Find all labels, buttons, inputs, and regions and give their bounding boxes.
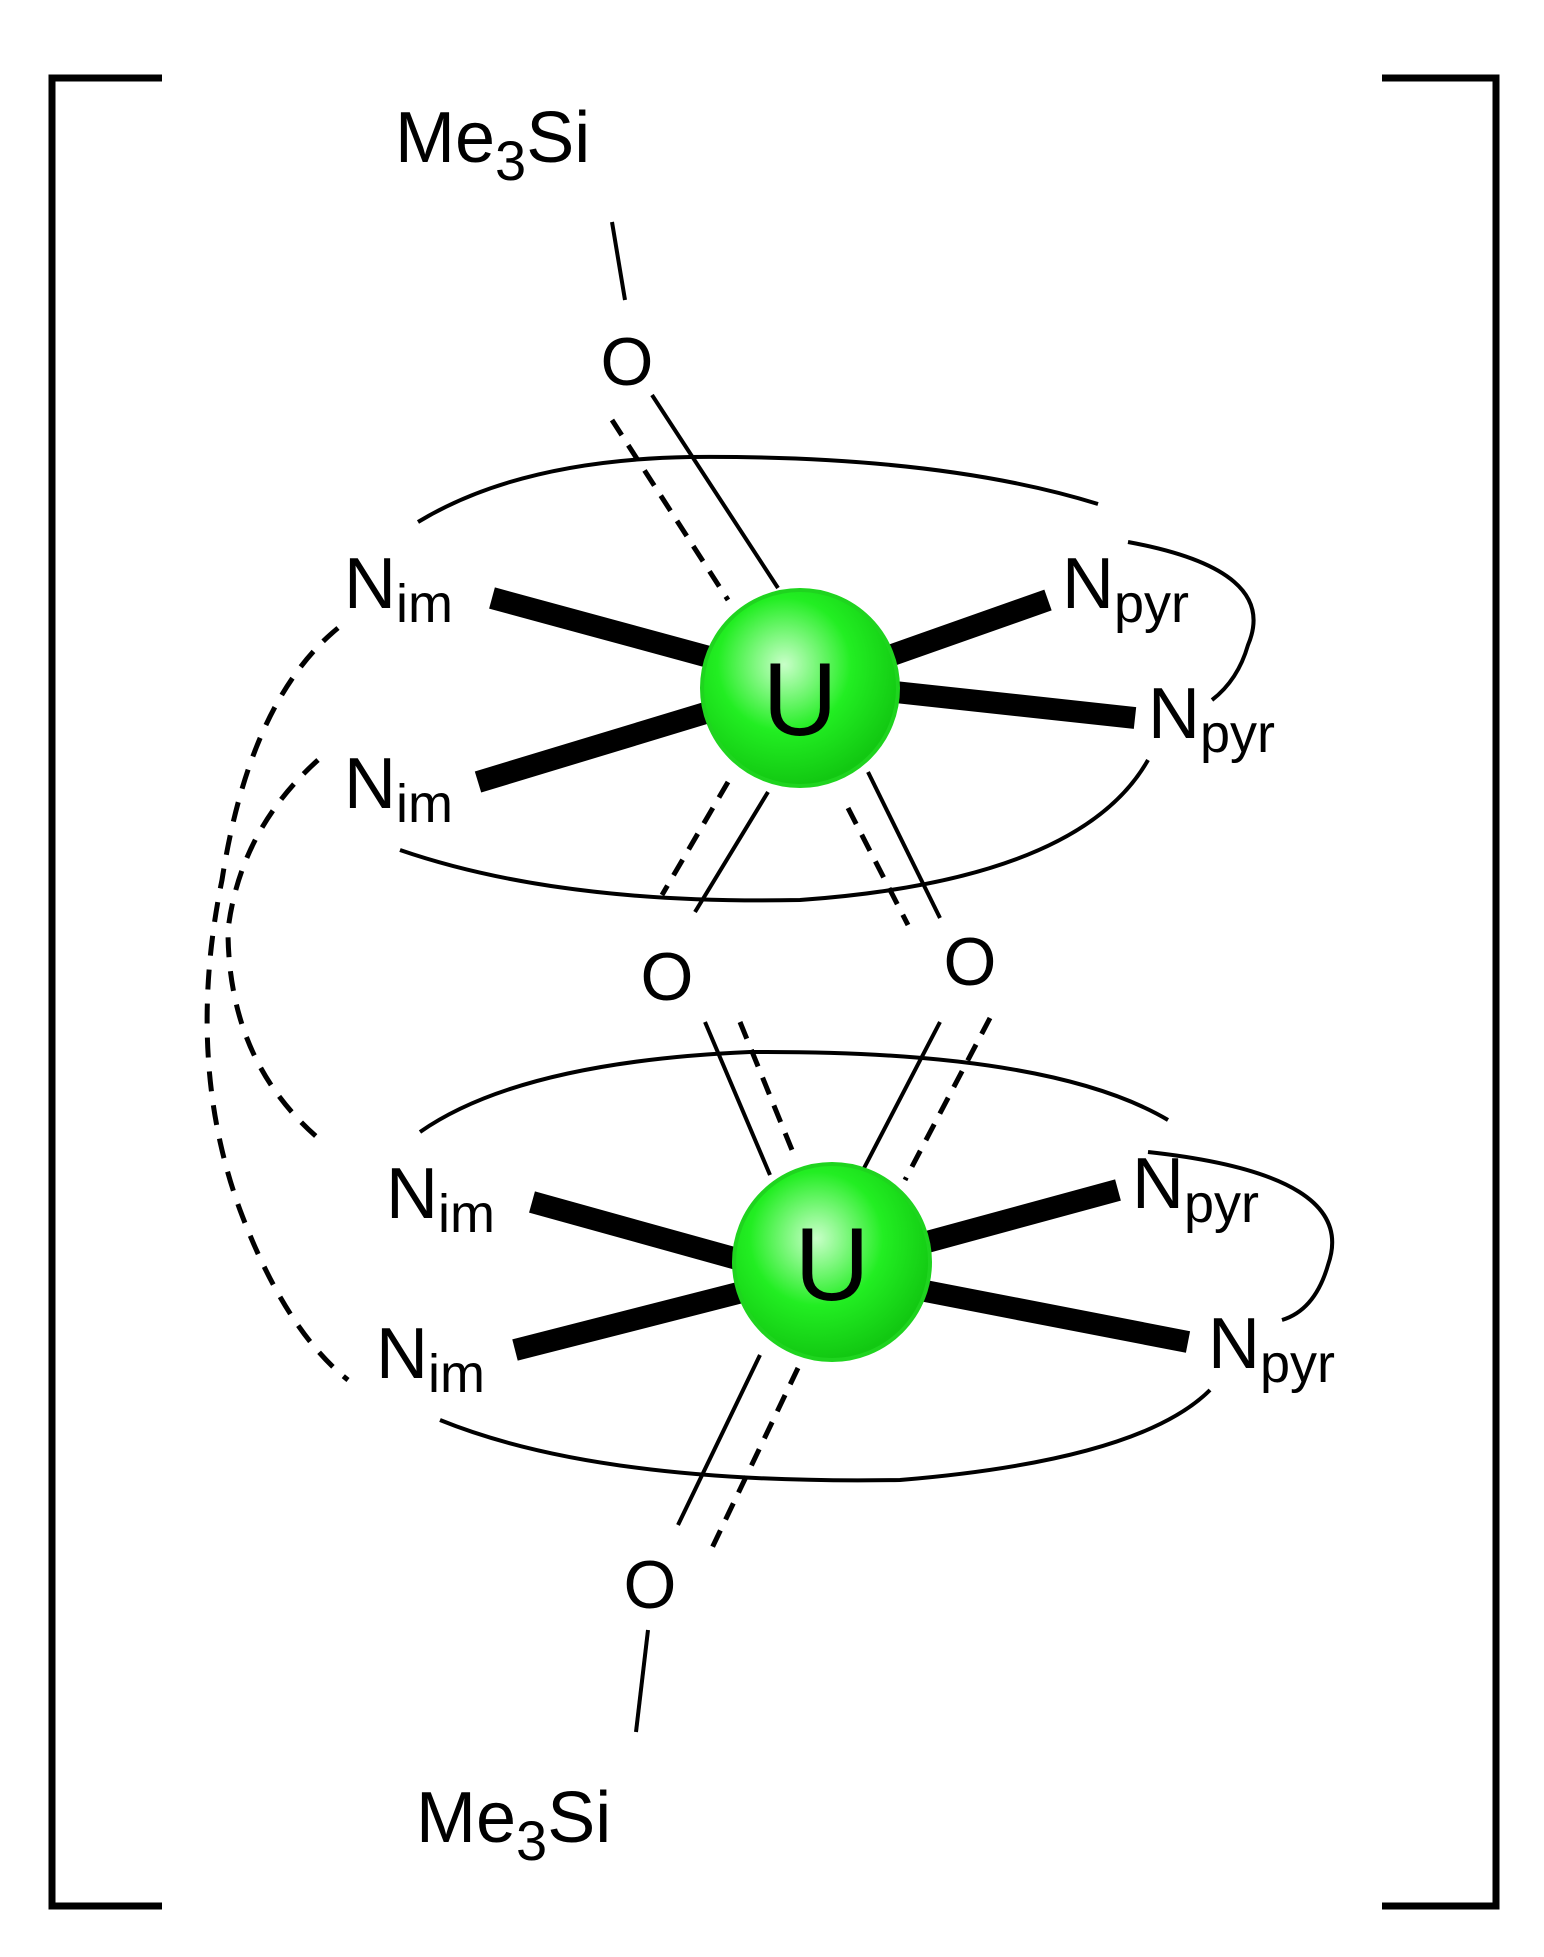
bond-u1-nim-2: [474, 697, 726, 793]
bond-u2-nim-1: [529, 1191, 751, 1273]
lower-pyrrole-linker: [1147, 1150, 1335, 1322]
oxygen-label-bridge-right: O: [944, 924, 997, 1000]
oxygen-label-top: O: [601, 324, 654, 400]
bond-o-u-top-dashed: [609, 418, 731, 602]
n-pyr-label-3: Npyr: [1132, 1144, 1259, 1234]
silyl-label-top: Me3Si: [395, 98, 590, 192]
bond-u1-npyr-1: [874, 589, 1052, 671]
dashed-strand-outer: [204, 626, 350, 1382]
bond-u2-o-bottom-dashed: [709, 1366, 801, 1550]
n-pyr-label-2: Npyr: [1148, 674, 1275, 764]
uranium-label-2: U: [794, 1207, 869, 1323]
n-im-label-4: Nim: [376, 1314, 485, 1404]
bond-o-left-u2-dashed: [737, 1021, 795, 1151]
bond-o-u-top-solid: [650, 393, 780, 590]
bond-o-right-u2-dashed: [902, 1016, 993, 1182]
bond-u1-o-left-solid: [693, 790, 770, 914]
left-bracket: [48, 74, 162, 1910]
uranium-label-1: U: [762, 642, 837, 758]
lower-macrocycle-top-arc: [418, 1049, 1170, 1134]
right-bracket: [1382, 74, 1500, 1910]
bond-o-right-u2-solid: [860, 1021, 942, 1173]
bond-u1-nim-1: [489, 587, 723, 671]
upper-macrocycle-top-arc: [416, 454, 1099, 524]
n-pyr-label-4: Npyr: [1208, 1304, 1335, 1394]
n-pyr-label-1: Npyr: [1062, 544, 1189, 634]
upper-pyrrole-linker: [1127, 540, 1256, 702]
n-im-label-3: Nim: [386, 1154, 495, 1244]
dashed-strand-inner: [225, 758, 320, 1140]
n-im-label-1: Nim: [344, 544, 453, 634]
bond-u2-npyr-2: [917, 1279, 1191, 1353]
silyl-label-bottom: Me3Si: [416, 1778, 611, 1872]
bond-u2-nim-2: [512, 1279, 753, 1361]
bond-u2-o-bottom-solid: [676, 1354, 762, 1526]
uranium-atom-2: U: [732, 1162, 932, 1362]
bond-u2-npyr-1: [902, 1179, 1121, 1259]
upper-macrocycle-bottom-arc: [399, 759, 1150, 903]
bond-u1-npyr-2: [893, 681, 1137, 729]
n-im-label-2: Nim: [344, 744, 453, 834]
uranium-atom-1: U: [700, 588, 900, 788]
bond-si-o-top: [610, 221, 627, 301]
bond-o-left-u2-solid: [703, 1021, 772, 1176]
bond-u1-o-left-dashed: [659, 780, 731, 897]
bond-u1-o-right-dashed: [845, 806, 911, 927]
lower-macrocycle-bottom-arc: [439, 1388, 1212, 1483]
bond-u1-o-right-solid: [866, 771, 942, 919]
bond-o-si-bottom: [634, 1629, 650, 1733]
oxygen-label-bridge-left: O: [641, 939, 694, 1015]
oxygen-label-bottom: O: [624, 1547, 677, 1623]
